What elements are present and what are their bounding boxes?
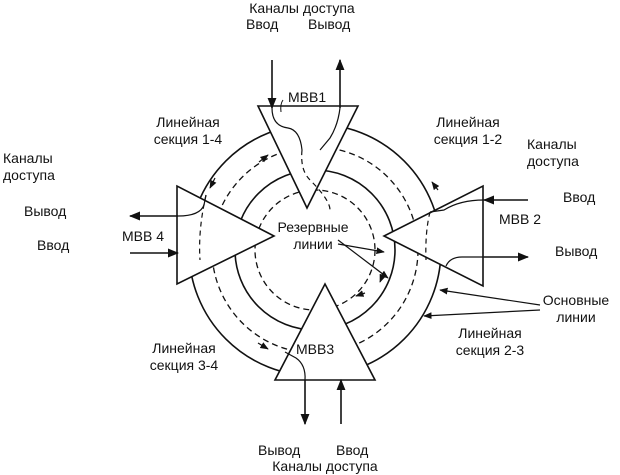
mvb4-label: МВВ 4 [122, 228, 165, 244]
bottom-input-label: Ввод [336, 442, 369, 458]
reserve-pointer-1 [337, 239, 389, 279]
mvb3-signal-path [284, 351, 306, 381]
mvb1-leader [280, 99, 284, 113]
right-channels-line1: Каналы [527, 136, 577, 152]
ring-arrow-4 [355, 290, 366, 297]
ring-arrow-1 [258, 154, 269, 163]
reserve-lines-line2: линии [293, 236, 333, 252]
reserve-lines-line1: Резервные [277, 219, 349, 235]
node-mvb4-triangle [176, 184, 276, 286]
section-1-4-line1: Линейная [156, 114, 220, 130]
section-2-3-line1: Линейная [458, 325, 522, 341]
main-pointer-1 [439, 287, 541, 306]
section-1-4-line2: секция 1-4 [153, 131, 223, 147]
ring-arrow-6 [431, 181, 440, 191]
section-1-2-line2: секция 1-2 [433, 131, 503, 147]
ring-arrow-2 [209, 177, 217, 189]
main-lines-line1: Основные [542, 292, 610, 308]
node-mvb1-triangle [256, 105, 360, 210]
mvb2-signal-path [429, 199, 485, 213]
main-pointer-2 [423, 309, 541, 319]
section-3-4-line2: секция 3-4 [149, 357, 219, 373]
mvb3-label: МВВ3 [296, 341, 335, 357]
bottom-output-label: Вывод [258, 442, 301, 458]
dashed-route-3 [425, 211, 431, 261]
top-output-label: Вывод [308, 16, 351, 32]
mvb1-label: МВВ1 [288, 89, 327, 105]
ring-arrow-3 [257, 342, 269, 350]
section-1-2-line1: Линейная [436, 114, 500, 130]
mvb2-out-path [445, 256, 484, 267]
mvb1-out-path [319, 107, 341, 151]
right-channels-line2: доступа [527, 153, 579, 169]
left-input-label: Ввод [37, 237, 70, 253]
node-mvb3-triangle [273, 282, 377, 381]
left-channels-line2: доступа [3, 167, 55, 183]
left-output-label: Вывод [24, 203, 67, 219]
section-2-3-line2: секция 2-3 [455, 342, 525, 358]
left-channels-line1: Каналы [3, 150, 53, 166]
right-input-label: Ввод [563, 189, 596, 205]
mvb1-signal-path [271, 107, 303, 151]
top-channels-label: Каналы доступа [249, 0, 355, 16]
dashed-route-1 [301, 149, 331, 211]
section-3-4-line1: Линейная [152, 340, 216, 356]
top-input-label: Ввод [246, 16, 279, 32]
bottom-channels-label: Каналы доступа [272, 458, 378, 474]
reserve-pointer-2 [337, 243, 385, 255]
mvb2-label: МВВ 2 [499, 211, 542, 227]
right-output-label: Вывод [555, 243, 598, 259]
main-lines-line2: линии [556, 309, 596, 325]
